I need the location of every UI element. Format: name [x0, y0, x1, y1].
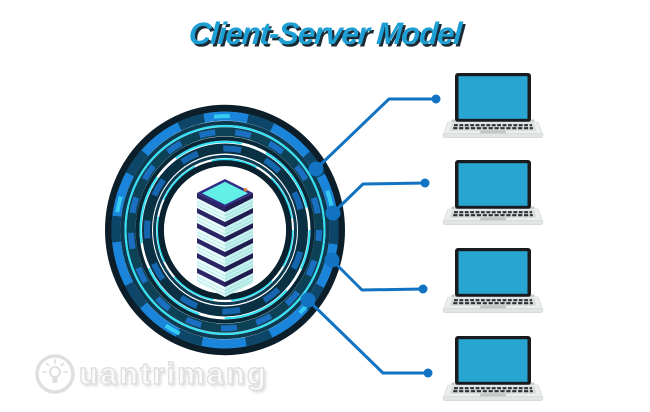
connection-line-4	[300, 292, 433, 378]
server-ring	[105, 104, 345, 356]
client-laptop-3	[442, 248, 544, 313]
client-laptops	[442, 73, 544, 401]
connection-line-2	[325, 178, 430, 221]
client-laptop-4	[442, 336, 544, 401]
client-laptop-2	[442, 160, 544, 225]
connection-lines	[300, 94, 441, 378]
connection-line-1	[308, 94, 441, 177]
server-stack-icon	[197, 179, 253, 297]
client-laptop-1	[442, 73, 544, 138]
connection-line-3	[324, 252, 428, 294]
